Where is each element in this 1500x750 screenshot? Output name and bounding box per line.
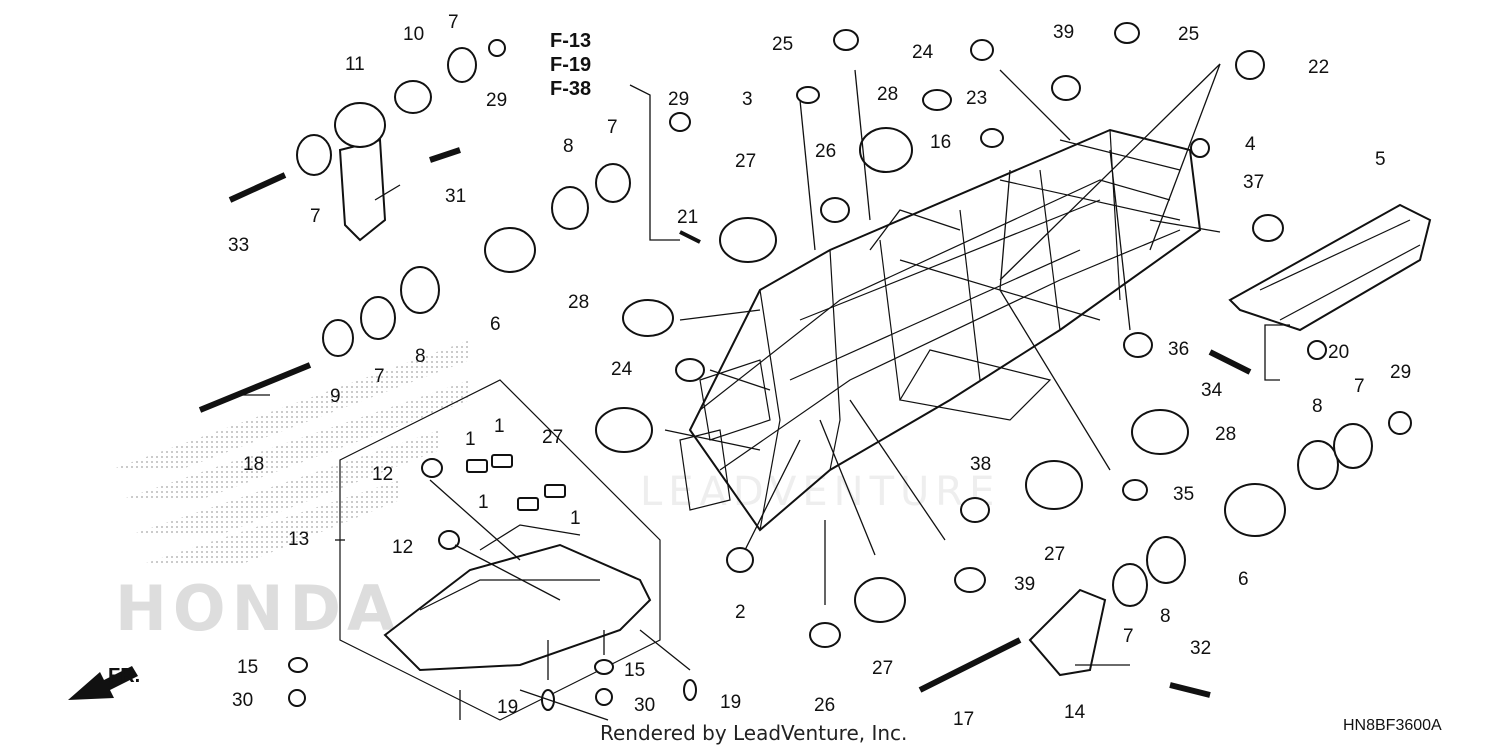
callout-18: 18 (243, 454, 264, 475)
direction-label: FR. (108, 665, 140, 687)
ref-page-f13[interactable]: F-13 (550, 30, 591, 52)
callout-7: 7 (310, 206, 321, 227)
callout-10: 10 (403, 24, 424, 45)
honda-watermark: HONDA (110, 340, 470, 645)
callout-35: 35 (1173, 484, 1194, 505)
callout-8: 8 (1160, 606, 1171, 627)
callout-29: 29 (668, 89, 689, 110)
bolts (198, 147, 1252, 698)
callout-11: 11 (345, 54, 365, 75)
callout-25: 25 (1178, 24, 1199, 45)
callout-27: 27 (735, 151, 756, 172)
callout-22: 22 (1308, 57, 1329, 78)
callout-9: 9 (330, 386, 341, 407)
callout-24: 24 (912, 42, 934, 63)
callout-28: 28 (1215, 424, 1236, 445)
leadventure-watermark: LEADVENTURE (640, 469, 1000, 515)
callout-1: 1 (465, 429, 476, 450)
callout-8: 8 (1312, 396, 1323, 417)
callout-32: 32 (1190, 638, 1211, 659)
callout-8: 8 (563, 136, 574, 157)
skid-plate (339, 379, 661, 721)
callout-39: 39 (1014, 574, 1035, 595)
honda-watermark-text: HONDA (115, 572, 401, 645)
callout-19: 19 (497, 697, 518, 718)
callout-27: 27 (542, 427, 563, 448)
callout-15: 15 (237, 657, 258, 678)
callout-23: 23 (966, 88, 987, 109)
callout-29: 29 (1390, 362, 1411, 383)
callout-2: 2 (735, 602, 746, 623)
callout-7: 7 (607, 117, 618, 138)
callout-17: 17 (953, 709, 974, 730)
callout-28: 28 (568, 292, 589, 313)
leader-lines (243, 63, 1290, 721)
callout-25: 25 (772, 34, 793, 55)
reference-pages[interactable]: F-13 F-19 F-38 (550, 30, 591, 100)
callout-26: 26 (815, 141, 836, 162)
callout-8: 8 (415, 346, 426, 367)
callout-27: 27 (872, 658, 893, 679)
callout-7: 7 (1123, 626, 1134, 647)
front-direction-arrow: FR. (68, 665, 140, 700)
callout-19: 19 (720, 692, 741, 713)
footer-credit: Rendered by LeadVenture, Inc. (600, 721, 907, 745)
callout-34: 34 (1201, 380, 1223, 401)
callout-4: 4 (1245, 134, 1256, 155)
callout-33: 33 (228, 235, 249, 256)
callout-28: 28 (877, 84, 898, 105)
callout-5: 5 (1375, 149, 1386, 170)
callout-7: 7 (448, 12, 459, 33)
clamps (288, 22, 1327, 711)
callout-12: 12 (392, 537, 413, 558)
diagram-code: HN8BF3600A (1343, 717, 1442, 734)
callout-24: 24 (611, 359, 633, 380)
callout-6: 6 (490, 314, 501, 335)
bushings (296, 39, 1412, 607)
callout-1: 1 (494, 416, 505, 437)
callout-7: 7 (374, 366, 385, 387)
callout-39: 39 (1053, 22, 1074, 43)
callout-31: 31 (445, 186, 466, 207)
ref-page-f19[interactable]: F-19 (550, 54, 591, 76)
callout-16: 16 (930, 132, 951, 153)
callout-7: 7 (1354, 376, 1365, 397)
callout-14: 14 (1064, 702, 1086, 723)
callout-labels: 1 1 1 1 2 3 4 5 6 6 7 7 7 7 7 7 8 8 8 8 … (228, 12, 1411, 730)
callout-29: 29 (486, 90, 507, 111)
callout-36: 36 (1168, 339, 1189, 360)
callout-1: 1 (478, 492, 489, 513)
callout-3: 3 (742, 89, 753, 110)
callout-27: 27 (1044, 544, 1065, 565)
frame-assembly (679, 128, 1202, 532)
callout-1: 1 (570, 508, 581, 529)
callout-12: 12 (372, 464, 393, 485)
callout-13: 13 (288, 529, 309, 550)
callout-37: 37 (1243, 172, 1264, 193)
engine-mount-bracket-right (1028, 588, 1107, 677)
callout-21: 21 (677, 207, 698, 228)
callout-30: 30 (634, 695, 655, 716)
rear-subframe (1228, 203, 1432, 332)
callout-30: 30 (232, 690, 253, 711)
callout-6: 6 (1238, 569, 1249, 590)
ref-page-f38[interactable]: F-38 (550, 78, 591, 100)
callout-15: 15 (624, 660, 645, 681)
callout-38: 38 (970, 454, 991, 475)
callout-26: 26 (814, 695, 835, 716)
engine-mount-bracket-left (334, 102, 387, 242)
callout-20: 20 (1328, 342, 1349, 363)
